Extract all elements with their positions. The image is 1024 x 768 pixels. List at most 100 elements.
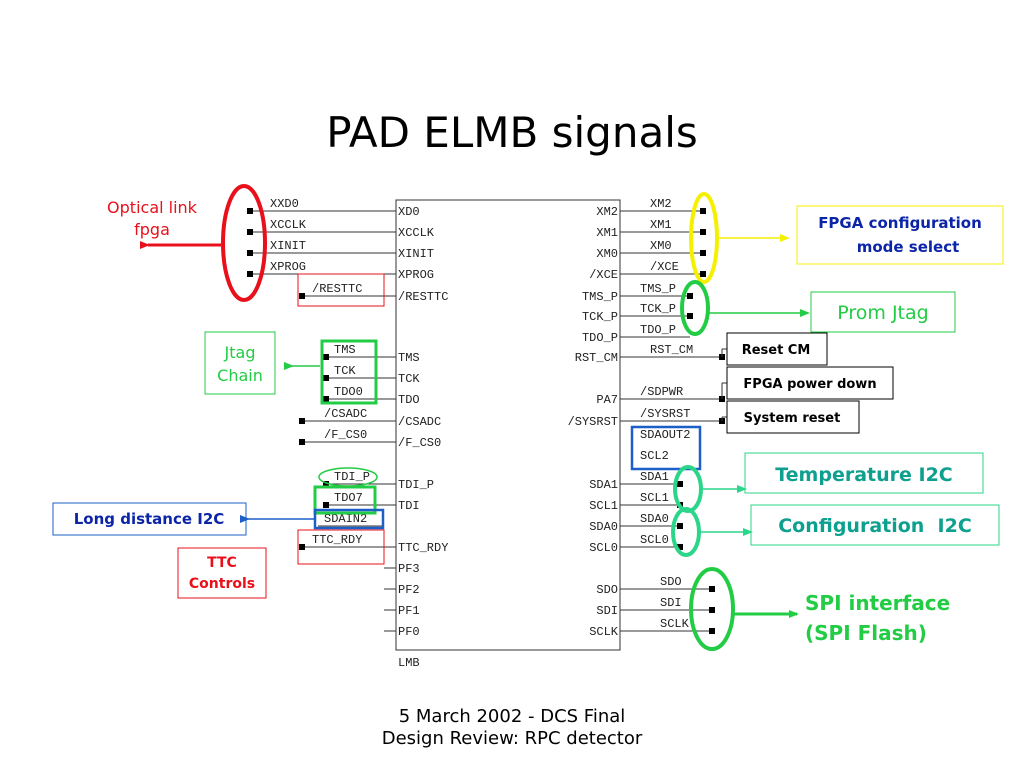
resttc-box — [297, 273, 385, 307]
chip-pin-label: XM0 — [596, 247, 618, 261]
ttc-rdy-box — [297, 529, 385, 565]
net-label: TDO7 — [334, 491, 363, 505]
net-terminal — [709, 586, 715, 592]
slide-title: PAD ELMB signals — [326, 108, 698, 157]
net-terminal — [700, 250, 706, 256]
net-label: TDO_P — [640, 323, 676, 337]
reset-cm-label: Reset CM — [742, 343, 811, 358]
long-distance-frame — [52, 502, 247, 536]
fpga-power-down-label: FPGA power down — [743, 377, 876, 392]
net-label: XINIT — [270, 239, 306, 253]
chip-pin-label: XCCLK — [398, 226, 435, 240]
net-label: SDAOUT2 — [640, 428, 690, 442]
fpga-config-ellipse — [689, 192, 719, 284]
tdo7-box — [313, 485, 377, 515]
chip-pin-label: SDA0 — [589, 520, 618, 534]
optical-link-label: Optical link — [107, 198, 198, 217]
net-terminal — [323, 375, 329, 381]
net-label: SCLK — [660, 617, 690, 631]
reset-cm-box — [726, 332, 828, 366]
chip-pin-label: TMS_P — [582, 290, 618, 304]
net-label: TMS — [334, 343, 356, 357]
chip-pin-label: SCL0 — [589, 541, 618, 555]
chip-pin-label: XD0 — [398, 205, 420, 219]
net-label: XM0 — [650, 239, 672, 253]
net-label: SDO — [660, 575, 682, 589]
chip-body — [395, 199, 621, 651]
optical-link-label-2: fpga — [134, 220, 170, 239]
net-terminal — [677, 481, 683, 487]
net-label: TCK — [334, 364, 356, 378]
chip-pin-label: SDA1 — [589, 478, 618, 492]
prom-jtag-ellipse — [680, 280, 710, 336]
chip-pin-label: /RESTTC — [398, 290, 448, 304]
footer-line-2: Design Review: RPC detector — [381, 728, 643, 749]
chip-pin-label: SDO — [596, 583, 618, 597]
chip-pin-label: /XCE — [589, 268, 618, 282]
net-terminal — [299, 418, 305, 424]
chip-pin-label: XINIT — [398, 247, 434, 261]
net-terminal — [299, 544, 305, 550]
chip-left-pins: XD0XCCLKXINITXPROG/RESTTCTMSTCKTDO/CSADC… — [380, 205, 448, 639]
footer: 5 March 2002 - DCS Final Design Review: … — [312, 706, 712, 750]
net-terminal — [700, 208, 706, 214]
chip-pin-label: SCL1 — [589, 499, 618, 513]
sdaout2-box — [630, 425, 702, 471]
chip-name: LMB — [398, 656, 420, 670]
system-reset-box — [726, 400, 860, 434]
chip-pin-label: PA7 — [596, 393, 618, 407]
chip-pin-label: SDI — [596, 604, 618, 618]
jtag-chain-label: Jtag — [224, 343, 256, 362]
net-label: /F_CS0 — [324, 428, 367, 442]
chip-pin-label: /SYSRST — [568, 415, 618, 429]
optical-link-ellipse — [221, 184, 267, 302]
right-nets: XM2XM1XM0/XCETMS_PTCK_PTDO_PRST_CM/SDPWR… — [630, 197, 727, 634]
chip-pin-label: /CSADC — [398, 415, 441, 429]
chip-pin-label: XM1 — [596, 226, 618, 240]
fpga-config-label: FPGA configuration — [818, 214, 982, 232]
spi-ellipse — [689, 567, 735, 651]
net-terminal — [323, 396, 329, 402]
jtag-chain-box — [320, 339, 378, 405]
net-label: SCL2 — [640, 449, 669, 463]
jtag-chain-frame — [204, 331, 276, 395]
chip-pin-label: PF3 — [398, 562, 420, 576]
net-label: XCCLK — [270, 218, 307, 232]
net-label: SDI — [660, 596, 682, 610]
ttc-frame — [177, 547, 267, 599]
net-terminal — [299, 293, 305, 299]
ttc-label: TTC — [207, 555, 237, 571]
chip-pin-label: TDI_P — [398, 478, 434, 492]
net-label: /SDPWR — [640, 385, 683, 399]
chip-pin-label: TDO — [398, 393, 420, 407]
system-reset-label: System reset — [744, 411, 841, 426]
net-terminal — [700, 229, 706, 235]
net-terminal — [247, 271, 253, 277]
jtag-chain-label-2: Chain — [217, 366, 263, 385]
net-label: SDA0 — [640, 512, 669, 526]
net-terminal — [247, 229, 253, 235]
net-terminal — [299, 439, 305, 445]
long-distance-label: Long distance I2C — [74, 510, 225, 528]
net-label: /SYSRST — [640, 407, 690, 421]
net-label: TDI_P — [334, 470, 370, 484]
fpga-config-frame — [796, 205, 1004, 265]
footer-line-1: 5 March 2002 - DCS Final — [398, 706, 626, 727]
net-label: XM2 — [650, 197, 672, 211]
left-nets: XXD0XCCLKXINITXPROG/RESTTCTMSTCKTDO0/CSA… — [247, 197, 384, 550]
chip-pin-label: RST_CM — [575, 351, 618, 365]
net-terminal — [323, 481, 329, 487]
net-label: TTC_RDY — [312, 533, 362, 547]
fpga-config-label-2: mode select — [857, 238, 960, 256]
net-label: SDAIN2 — [324, 512, 367, 526]
temperature-i2c-label: Temperature I2C — [775, 464, 953, 486]
chip-pin-label: XPROG — [398, 268, 434, 282]
net-label: TDO0 — [334, 385, 363, 399]
chip-pin-label: TDI — [398, 499, 420, 513]
net-terminal — [677, 523, 683, 529]
chip-pin-label: TCK — [398, 372, 420, 386]
chip-pin-label: PF2 — [398, 583, 420, 597]
net-terminal — [323, 502, 329, 508]
